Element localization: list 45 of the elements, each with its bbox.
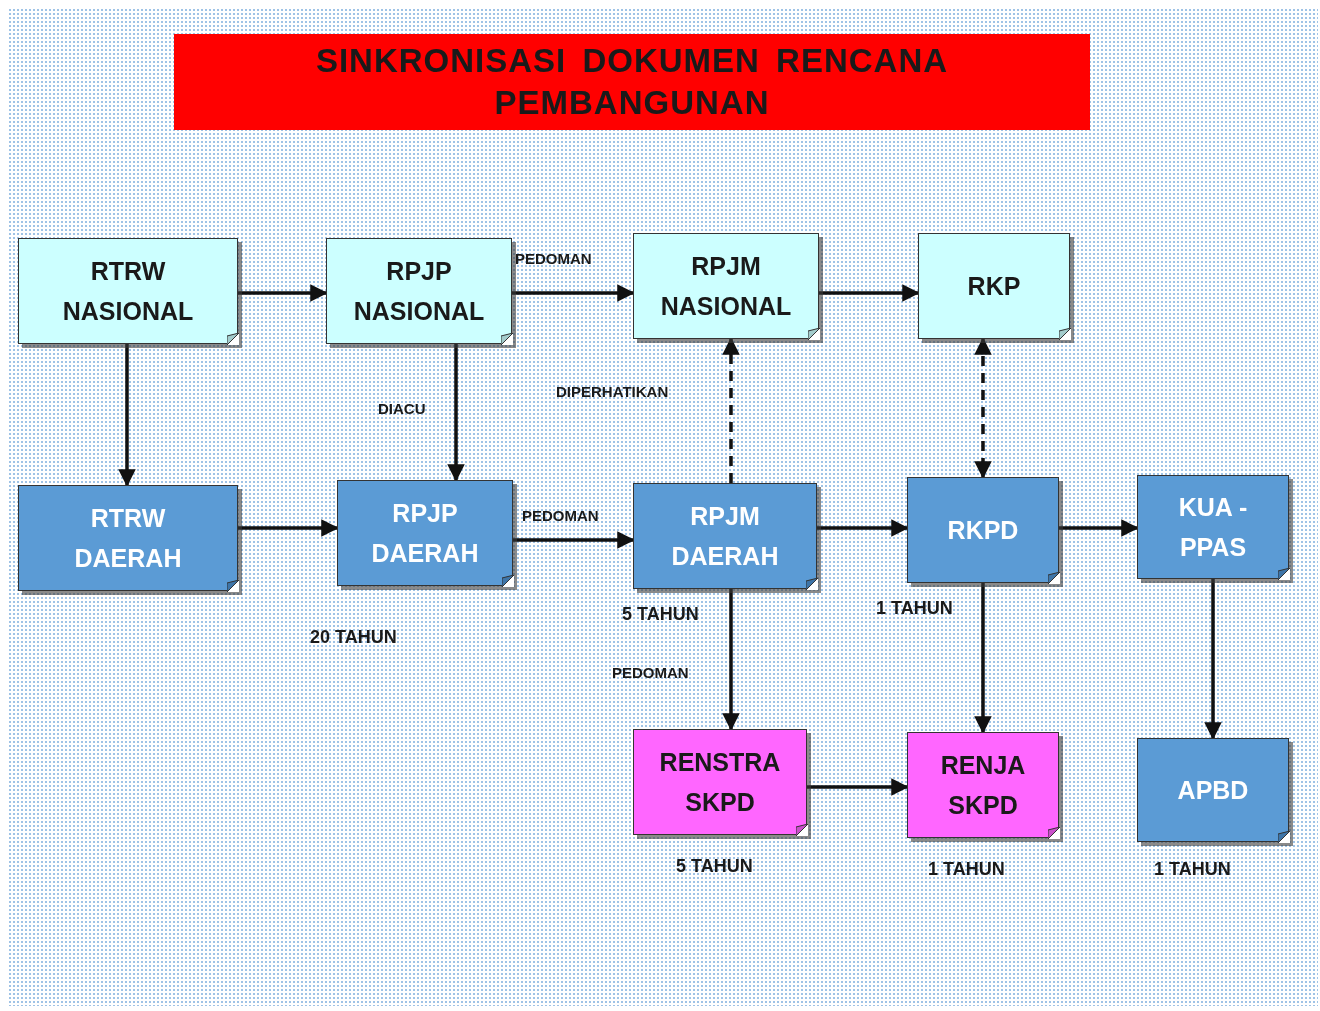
arrow <box>974 583 992 734</box>
edge-label: PEDOMAN <box>612 664 689 681</box>
edge-label: PEDOMAN <box>515 250 592 267</box>
box-label: RTRW NASIONAL <box>61 256 195 327</box>
document-box <box>633 233 819 339</box>
arrow <box>513 531 635 549</box>
arrow <box>447 344 465 482</box>
box-label: RKP <box>966 271 1022 302</box>
title-banner: SINKRONISASI DOKUMEN RENCANA PEMBANGUNAN <box>174 34 1090 130</box>
box-label: APBD <box>1176 775 1250 806</box>
arrow <box>819 284 920 302</box>
edge-label: DIACU <box>378 400 426 417</box>
arrow <box>722 589 740 731</box>
box-label: RPJM NASIONAL <box>659 251 793 322</box>
arrow <box>1204 579 1222 740</box>
document-box <box>18 485 238 591</box>
document-box <box>18 238 238 344</box>
edge-label: DIPERHATIKAN <box>556 383 669 400</box>
arrow <box>722 337 740 483</box>
duration-label: 1 TAHUN <box>928 859 1005 880</box>
box-label: RKPD <box>946 515 1020 546</box>
box-label: RENJA SKPD <box>939 750 1027 821</box>
document-box <box>326 238 512 344</box>
box-label: RPJP DAERAH <box>370 498 480 569</box>
document-box <box>918 233 1070 339</box>
duration-label: 1 TAHUN <box>1154 859 1231 880</box>
duration-label: 5 TAHUN <box>676 856 753 877</box>
arrow <box>512 284 635 302</box>
duration-label: 20 TAHUN <box>310 627 397 648</box>
document-box <box>1137 475 1289 579</box>
box-label: KUA - PPAS <box>1177 492 1249 563</box>
edge-label: PEDOMAN <box>522 507 599 524</box>
duration-label: 5 TAHUN <box>622 604 699 625</box>
box-label: RENSTRA SKPD <box>658 747 782 818</box>
arrow <box>238 284 328 302</box>
duration-label: 1 TAHUN <box>876 598 953 619</box>
arrow <box>817 519 909 537</box>
arrow <box>238 519 339 537</box>
arrow <box>807 778 909 796</box>
arrow <box>974 337 992 479</box>
arrow <box>1059 519 1139 537</box>
box-label: RPJP NASIONAL <box>352 256 486 327</box>
arrow <box>118 344 136 487</box>
box-label: RPJM DAERAH <box>670 501 780 572</box>
box-label: RTRW DAERAH <box>73 503 183 574</box>
